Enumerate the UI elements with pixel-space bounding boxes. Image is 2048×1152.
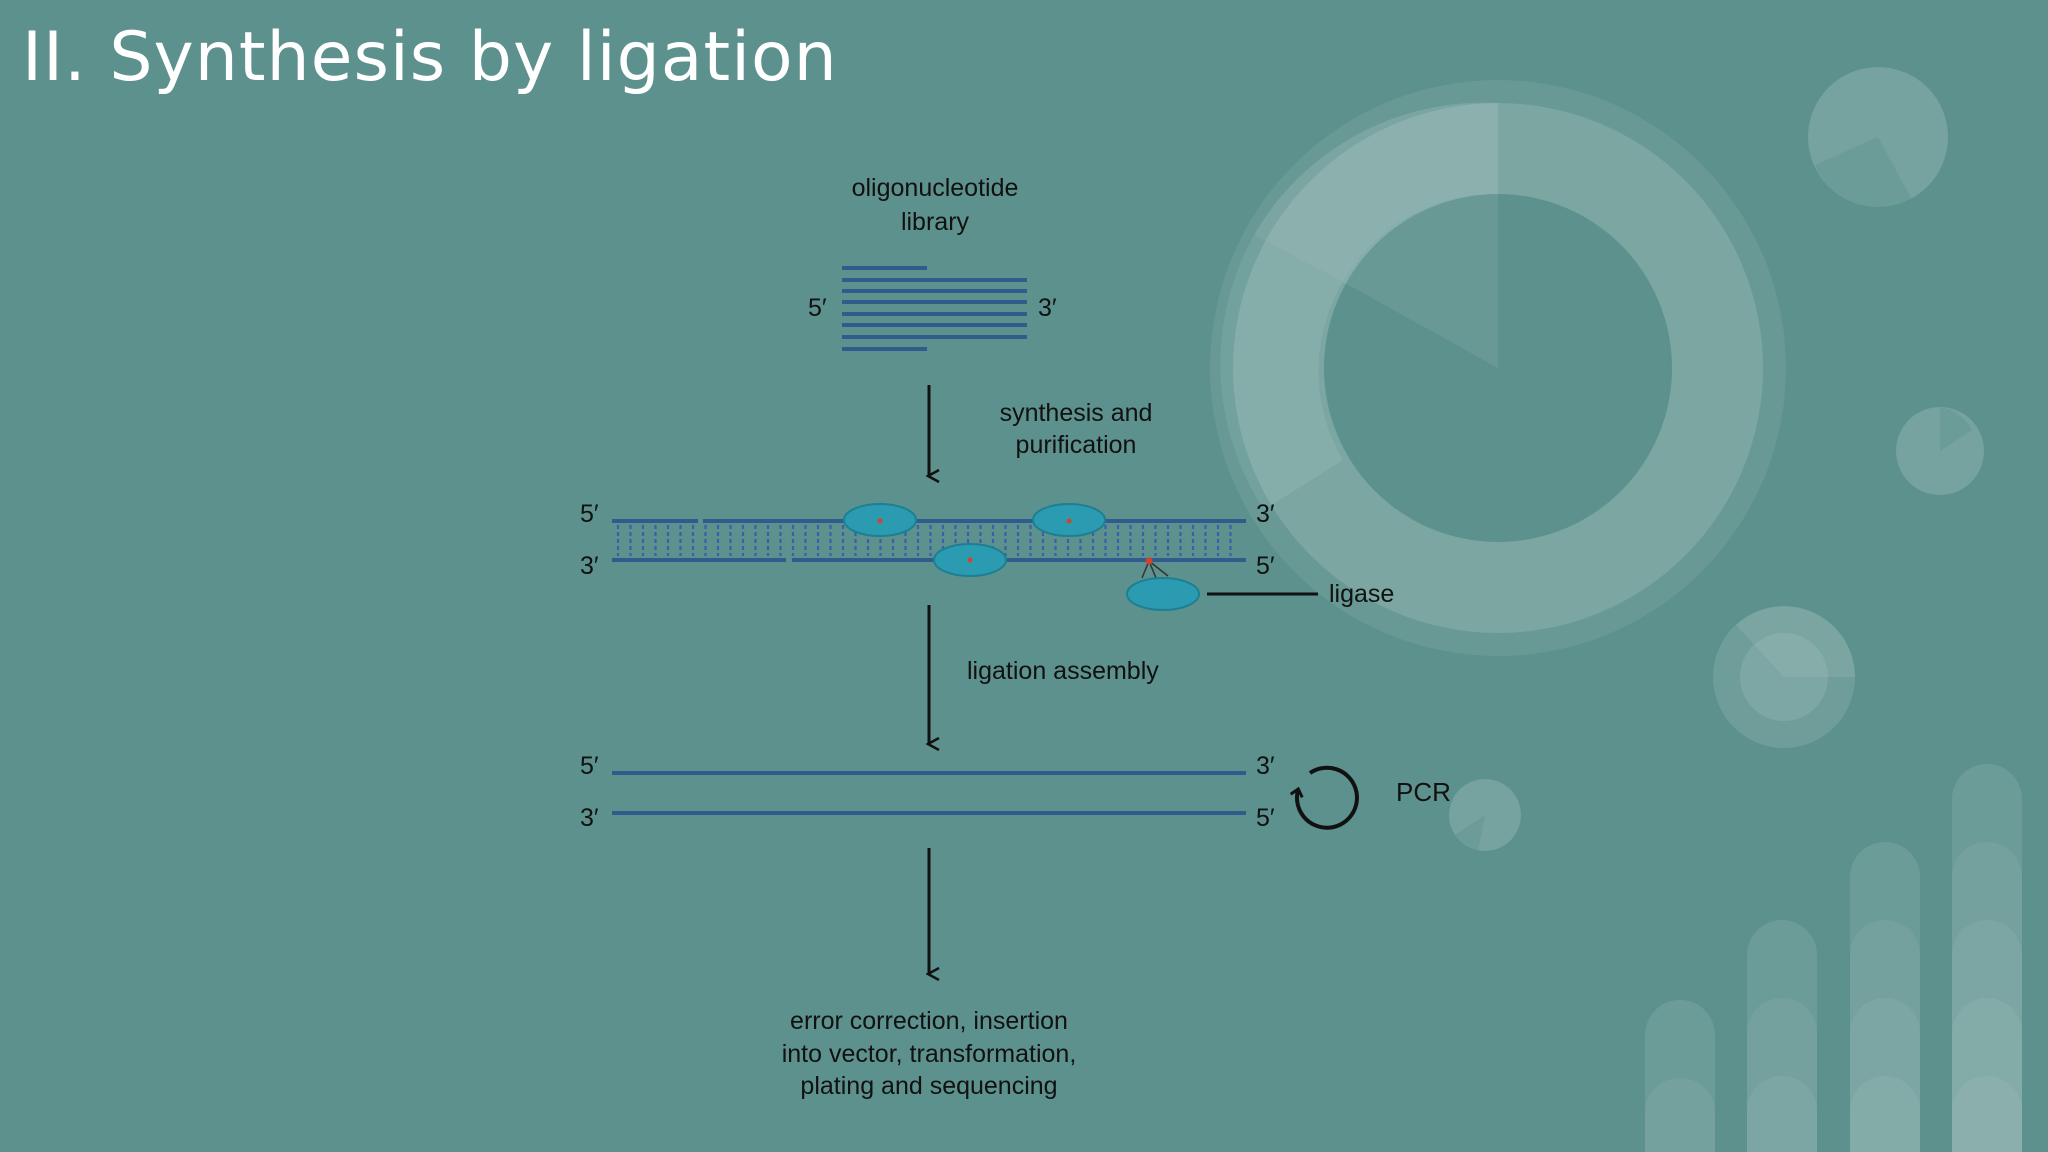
library-prime-5: 5′: [808, 294, 827, 322]
small-pie-2: [1896, 407, 1984, 495]
pcr-label: PCR: [1396, 777, 1451, 807]
final-step-line3: plating and sequencing: [800, 1072, 1057, 1100]
donut-hole-slice: [1343, 193, 1498, 368]
duplex-prime-5-bottom: 5′: [1256, 552, 1275, 580]
duplex-prime-3-bottom: 3′: [580, 552, 599, 580]
assembled-prime-5-bottom: 5′: [1256, 804, 1275, 832]
step1-label-line2: purification: [1016, 431, 1137, 459]
final-step-line1: error correction, insertion: [790, 1007, 1068, 1035]
bar-column-3: [1850, 842, 1920, 1152]
small-donut-slice: [1736, 606, 1855, 677]
small-pie-2-slice: [1940, 407, 1972, 451]
small-pie-1: [1808, 67, 1948, 207]
assembled-prime-5-top: 5′: [580, 752, 599, 780]
library-label-line2: library: [901, 208, 970, 236]
small-donut: [1713, 606, 1855, 748]
step2-label: ligation assembly: [967, 657, 1159, 685]
bar-column-4: [1952, 764, 2022, 1152]
bar-column-2: [1747, 920, 1817, 1152]
library-prime-3: 3′: [1038, 294, 1057, 322]
pcr-cycle-icon: [1289, 765, 1359, 830]
ligase-label: ligase: [1329, 580, 1394, 608]
donut-highlight-segment: [1254, 102, 1498, 282]
duplex-prime-3-top: 3′: [1256, 500, 1275, 528]
slide-title: II. Synthesis by ligation: [22, 18, 838, 97]
assembled-duplex: [612, 771, 1246, 815]
bar-column-1: [1645, 1000, 1715, 1152]
assembled-prime-3-bottom: 3′: [580, 804, 599, 832]
small-pie-3-slice: [1455, 815, 1485, 850]
final-step-line2: into vector, transformation,: [782, 1040, 1077, 1068]
donut-highlight-segment-2: [1220, 235, 1343, 510]
donut-hole: [1324, 194, 1672, 542]
oligonucleotide-library: [842, 266, 1027, 351]
library-label-line1: oligonucleotide: [852, 174, 1019, 202]
small-pie-3: [1449, 779, 1521, 851]
assembled-prime-3-top: 3′: [1256, 752, 1275, 780]
ligase-enzymes: [843, 503, 1106, 577]
duplex-prime-5-top: 5′: [580, 500, 599, 528]
small-pie-1-slice: [1815, 137, 1912, 208]
free-ligase: [1126, 557, 1318, 611]
small-donut-inner: [1740, 633, 1828, 721]
annealed-oligo-duplex: [612, 519, 1246, 562]
step1-label-line1: synthesis and: [1000, 399, 1153, 427]
